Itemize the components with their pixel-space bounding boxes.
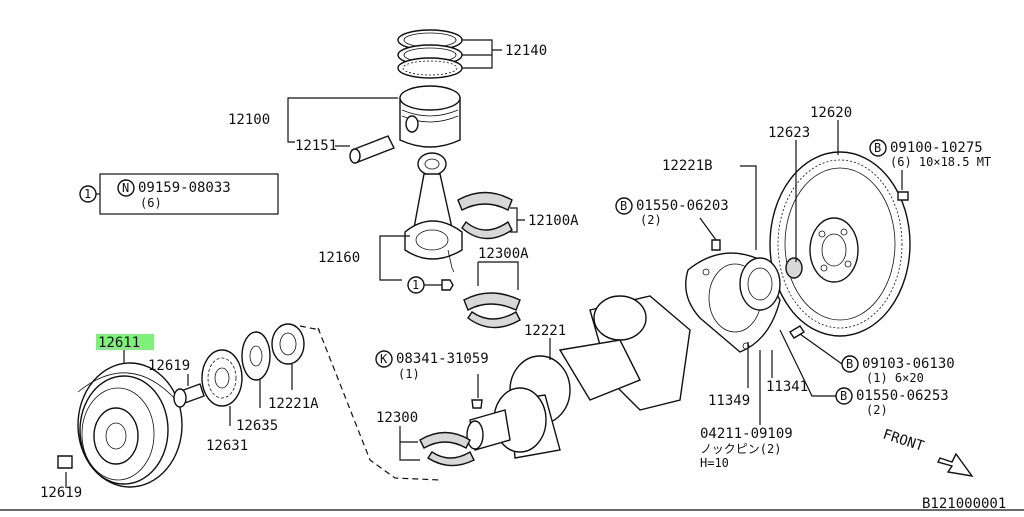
k-letter-circle [375, 350, 393, 368]
part-label-12623[interactable]: 12623 [768, 125, 810, 141]
flywheel-drawing [769, 151, 911, 337]
b-01550-06203-letter[interactable]: B [620, 199, 627, 213]
b-09103-letter[interactable]: B [846, 357, 853, 371]
part-label-11349[interactable]: 11349 [708, 393, 750, 409]
b-01550-06253-qty[interactable]: (2) [866, 403, 888, 417]
b-09100-letter[interactable]: B [874, 141, 881, 155]
pin-spec[interactable]: H=10 [700, 456, 729, 470]
piston-rings-drawing [397, 29, 463, 79]
b-09100-number[interactable]: 09100-10275 [890, 140, 983, 156]
part-label-12160[interactable]: 12160 [318, 250, 360, 266]
bolt-drawing [897, 191, 909, 201]
b-01550-06253-number[interactable]: 01550-06253 [856, 388, 949, 404]
connecting-rod-drawing [404, 152, 463, 273]
crank-bolt-drawing [173, 383, 205, 408]
part-label-12221a[interactable]: 12221A [268, 396, 319, 412]
k-letter[interactable]: K [380, 352, 388, 366]
part-label-12635[interactable]: 12635 [236, 418, 278, 434]
part-label-12221b[interactable]: 12221B [662, 158, 713, 174]
n-letter-circle [117, 179, 135, 197]
n-box-qty[interactable]: (6) [140, 196, 162, 210]
pin-number[interactable]: 04211-09109 [700, 426, 793, 442]
b-letter-circle-2 [615, 197, 633, 215]
seal-retainer-drawing [685, 239, 805, 353]
part-label-12300[interactable]: 12300 [376, 410, 418, 426]
crankshaft-drawing [466, 295, 691, 459]
part-label-12619a[interactable]: 12619 [148, 358, 190, 374]
part-label-12221[interactable]: 12221 [524, 323, 566, 339]
k-number[interactable]: 08341-31059 [396, 351, 489, 367]
n-box-index[interactable]: 1 [84, 187, 91, 201]
rod-bearing-drawing [457, 191, 513, 240]
piston-pin-drawing [349, 135, 395, 164]
b-09103-qty[interactable]: (1) 6×20 [866, 371, 924, 385]
pin-name[interactable]: ノックピン(2) [700, 442, 781, 456]
b-09100-qty[interactable]: (6) 10×18.5 MT [890, 155, 991, 169]
front-arrow-icon [936, 452, 974, 477]
part-label-12100[interactable]: 12100 [228, 112, 270, 128]
n-box-letter[interactable]: N [122, 181, 129, 195]
k-qty[interactable]: (1) [398, 367, 420, 381]
highlight-12611 [96, 334, 154, 350]
oil-thrower-drawing [241, 331, 271, 381]
crank-pulley-drawing [77, 362, 183, 488]
b-09103-number[interactable]: 09103-06130 [862, 356, 955, 372]
part-label-11341[interactable]: 11341 [766, 379, 808, 395]
part-label-12100a[interactable]: 12100A [528, 213, 579, 229]
pulley-bolt-drawing [57, 455, 73, 469]
part-label-12619b[interactable]: 12619 [40, 485, 82, 501]
nut-drawing [441, 279, 454, 291]
front-label[interactable]: FRONT [881, 427, 927, 455]
b-01550-06203-qty[interactable]: (2) [640, 213, 662, 227]
b-letter-circle-1 [869, 139, 887, 157]
lower-bearing-drawing [419, 431, 475, 467]
n-box-number[interactable]: 09159-08033 [138, 180, 231, 196]
main-bearing-drawing [463, 292, 521, 329]
b-01550-06203-number[interactable]: 01550-06203 [636, 198, 729, 214]
part-label-12631[interactable]: 12631 [206, 438, 248, 454]
part-label-12151[interactable]: 12151 [295, 138, 337, 154]
part-label-12620[interactable]: 12620 [810, 105, 852, 121]
key-drawing [471, 399, 483, 409]
b-01550-06253-letter[interactable]: B [840, 389, 847, 403]
front-oil-seal-drawing [271, 323, 305, 365]
part-label-12611[interactable]: 12611 [98, 335, 140, 351]
part-label-12140[interactable]: 12140 [505, 43, 547, 59]
diagram-id[interactable]: B121000001 [922, 496, 1006, 512]
crank-sprocket-drawing [201, 349, 243, 407]
part-label-12300a[interactable]: 12300A [478, 246, 529, 262]
ref-label-1[interactable]: 1 [412, 278, 419, 292]
piston-drawing [399, 85, 461, 148]
